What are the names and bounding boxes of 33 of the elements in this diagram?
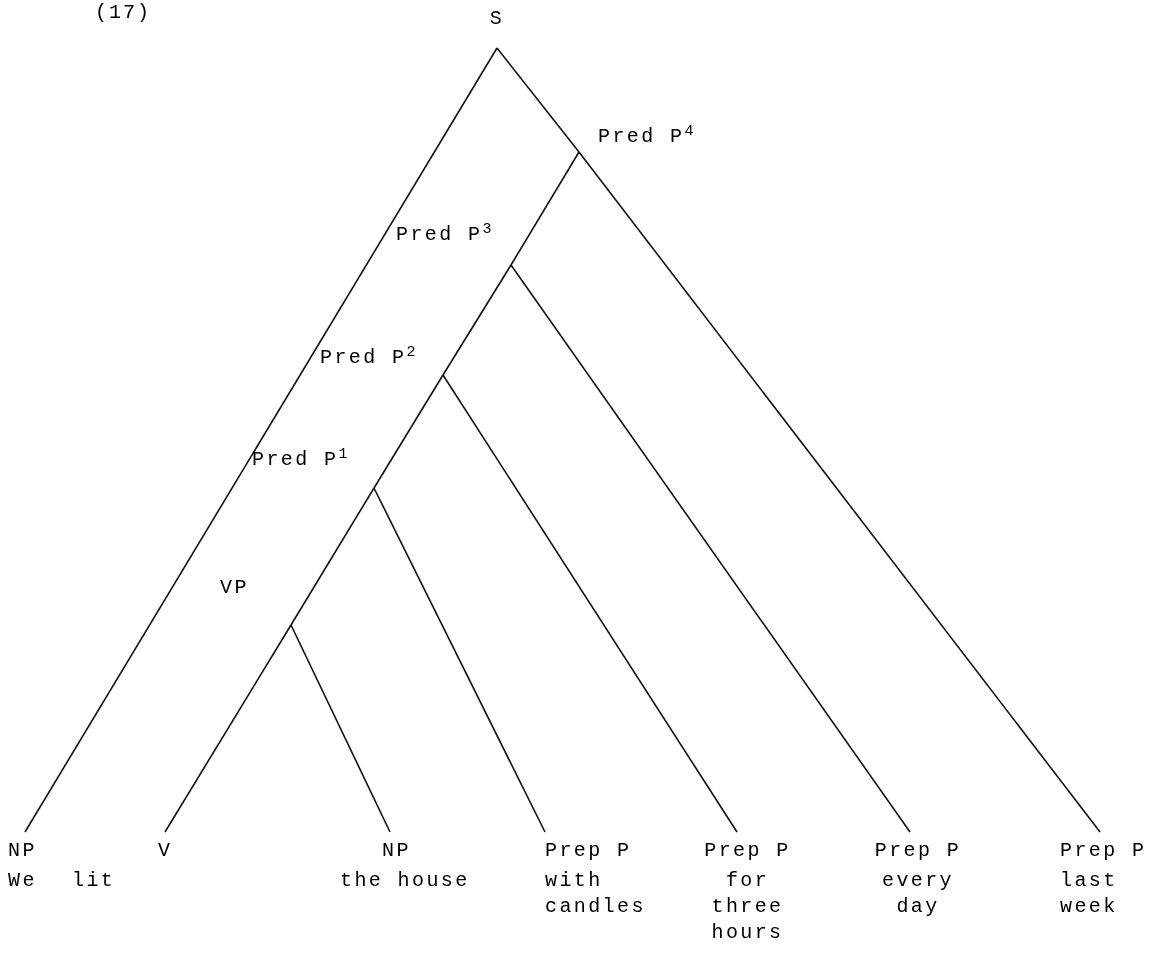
category-label: Pred P$^{1}$ — [252, 447, 351, 473]
category-label: Pred P$^{4}$ — [598, 124, 697, 150]
word-label: with candles — [545, 868, 647, 920]
category-label: Prep P — [873, 838, 963, 864]
category-label: Pred P$^{2}$ — [320, 345, 419, 371]
category-label: VP — [220, 575, 250, 601]
tree-branch — [290, 624, 391, 833]
category-label: Prep P — [545, 838, 633, 864]
category-label: V — [157, 838, 174, 864]
tree-branch — [442, 264, 512, 376]
tree-branch — [24, 47, 498, 833]
word-label: last week — [1060, 868, 1119, 920]
word-label: every day — [881, 868, 955, 920]
tree-branch — [442, 374, 738, 833]
tree-branch — [510, 151, 580, 266]
tree-branch — [496, 47, 580, 153]
category-label: Prep P — [1060, 838, 1148, 864]
tree-branch — [510, 264, 911, 833]
word-label: the house — [340, 868, 471, 894]
tree-branch — [373, 487, 546, 833]
category-label: S — [488, 6, 506, 32]
example-number: (17) — [95, 0, 151, 26]
category-label: Prep P — [703, 838, 792, 864]
word-label: for three hours — [710, 868, 785, 946]
word-label: We — [8, 868, 38, 894]
category-label: NP — [8, 838, 38, 864]
tree-branch — [373, 374, 444, 489]
category-label: NP — [381, 838, 412, 864]
tree-branch — [578, 151, 1101, 833]
word-label: lit — [72, 868, 117, 894]
category-label: Pred P$^{3}$ — [396, 222, 495, 248]
tree-branch — [290, 487, 375, 626]
tree-branch — [164, 624, 292, 833]
